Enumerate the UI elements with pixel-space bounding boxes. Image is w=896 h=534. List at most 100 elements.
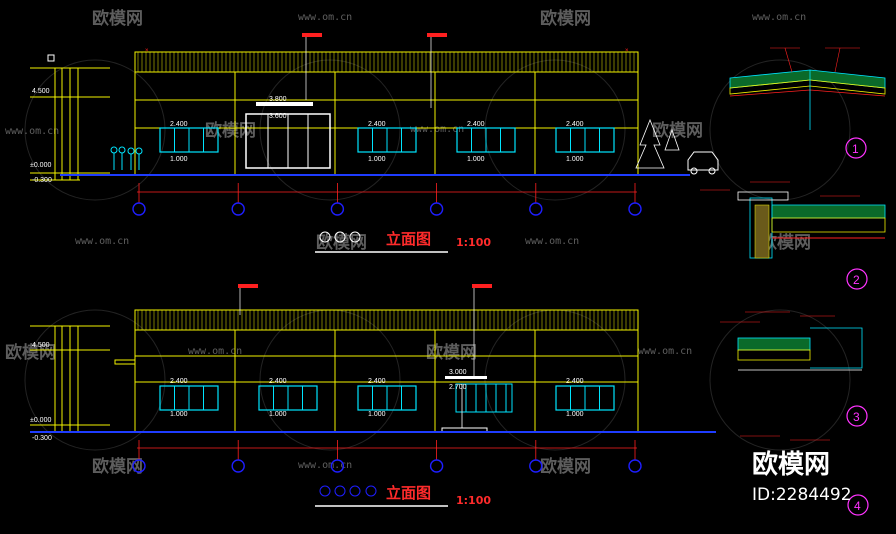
window-labels: 2.400 2.400 2.400 2.400 1.000 1.000 1.00… [170, 121, 584, 163]
watermark-url-5: www.om.cn [75, 236, 129, 247]
watermark-brand-5: 欧模网 [316, 232, 367, 253]
level-dimension-column [30, 325, 110, 433]
grid-bubble [529, 459, 543, 473]
watermark-brand-6: 欧模网 [760, 232, 811, 253]
elevation-title-text: 立面图 [386, 230, 431, 248]
grid-bubble [529, 202, 543, 216]
grid-bubble [231, 202, 245, 216]
grid-bubble [429, 202, 444, 216]
level-ground-label: -0.300 [32, 435, 52, 442]
watermark-brand-8: 欧模网 [426, 342, 477, 363]
watermark-brand-1: 欧模网 [92, 8, 143, 29]
entrance-door [441, 376, 513, 433]
elevation-title-text: 立面图 [386, 484, 431, 502]
watermark-url-1: www.om.cn [298, 12, 352, 23]
window-height-label: 2.400 [467, 121, 485, 128]
grid-bubble [628, 202, 642, 216]
detail-number-circle [847, 494, 869, 516]
elevation-scale: 1:100 [456, 236, 491, 249]
window-group [159, 385, 615, 411]
door-height-label: 2.700 [449, 384, 467, 391]
watermark-brand-2: 欧模网 [540, 8, 591, 29]
window-sill-label: 1.000 [269, 411, 287, 418]
people-figures [110, 146, 143, 170]
window-labels: 2.400 2.400 2.400 2.400 1.000 1.000 1.00… [170, 378, 584, 418]
level-zero-label: ±0.000 [30, 162, 51, 169]
elevation-title: 立面图 1:100 [315, 230, 491, 253]
window-sill-label: 1.000 [368, 411, 386, 418]
watermark-url-4: www.om.cn [410, 124, 464, 135]
door-height-top-label: 3.800 [269, 96, 287, 103]
window-height-label: 2.400 [170, 121, 188, 128]
window-height-label: 2.400 [269, 378, 287, 385]
detail-number: 4 [854, 499, 861, 513]
detail-4: 4 [740, 435, 869, 516]
callouts [238, 284, 492, 378]
window-sill-label: 1.000 [170, 411, 188, 418]
callouts [302, 33, 447, 108]
watermark-brand-3: 欧模网 [205, 120, 256, 141]
window-sill-label: 1.000 [170, 156, 188, 163]
watermark-url-6: www.om.cn [525, 236, 579, 247]
car-icon [687, 151, 719, 175]
grid-bubble-row [132, 183, 642, 216]
watermark-circles [24, 59, 851, 451]
level-top-label: 4.500 [32, 88, 50, 95]
elevation-title: 立面图 1:100 [315, 484, 491, 507]
grid-bubble-row [132, 440, 642, 473]
window-sill-label: 1.000 [368, 156, 386, 163]
parapet-hatch [137, 52, 635, 72]
window-height-label: 2.400 [566, 378, 584, 385]
detail-2: 2 [700, 181, 886, 290]
level-ground-label: -0.300 [32, 177, 52, 184]
grid-bubble [231, 459, 245, 473]
parapet-hatch [137, 310, 635, 330]
grid-bubble [330, 459, 345, 473]
grid-bubble [330, 202, 345, 216]
door-height-label: 3.600 [269, 113, 287, 120]
grid-bubble [132, 459, 146, 473]
level-zero-label: ±0.000 [30, 417, 51, 424]
detail-number: 3 [853, 410, 860, 424]
window-height-label: 2.400 [368, 378, 386, 385]
level-dimension-column [30, 67, 110, 181]
watermark-url-2: www.om.cn [752, 12, 806, 23]
window-sill-label: 1.000 [566, 411, 584, 418]
id-badge: 欧模网 ID:2284492 [752, 449, 852, 505]
window-sill-label: 1.000 [467, 156, 485, 163]
detail-number: 2 [853, 273, 860, 287]
detail-number-circle [846, 268, 868, 290]
elevation-top: 4.500 ±0.000 -0.300 × × 2.400 2.400 2.40… [30, 33, 719, 253]
door-height-top-label: 3.000 [449, 369, 467, 376]
window-group [159, 127, 615, 153]
detail-number-circle [846, 405, 868, 427]
detail-1: 1 [729, 47, 886, 159]
watermark-url-9: www.om.cn [298, 460, 352, 471]
detail-3: 3 [720, 311, 868, 427]
corner-mark-left: × [145, 48, 149, 54]
building-outline [134, 51, 639, 176]
window-height-label: 2.400 [566, 121, 584, 128]
entrance-door [245, 102, 331, 169]
badge-logo: 欧模网 [752, 449, 830, 480]
detail-number: 1 [852, 142, 859, 156]
window-height-label: 2.400 [170, 378, 188, 385]
corner-mark-right: × [625, 48, 629, 54]
elevation-scale: 1:100 [456, 494, 491, 507]
elevation-bottom: 4.500 ±0.000 -0.300 2.400 2.400 2.400 2.… [30, 284, 716, 507]
window-sill-label: 1.000 [566, 156, 584, 163]
grid-bubble [429, 459, 444, 473]
level-top-label: 4.500 [32, 342, 50, 349]
watermark-brand-10: 欧模网 [540, 456, 591, 477]
window-height-label: 2.400 [368, 121, 386, 128]
watermark-brand-4: 欧模网 [652, 120, 703, 141]
detail-number-circle [845, 137, 867, 159]
watermark-brand-9: 欧模网 [92, 456, 143, 477]
watermark-url-8: www.om.cn [638, 346, 692, 357]
watermark-brand-7: 欧模网 [5, 342, 56, 363]
tree-icon [635, 118, 680, 169]
grid-bubble [132, 202, 146, 216]
badge-id: ID:2284492 [752, 485, 852, 505]
watermark-url-3: www.om.cn [5, 126, 59, 137]
